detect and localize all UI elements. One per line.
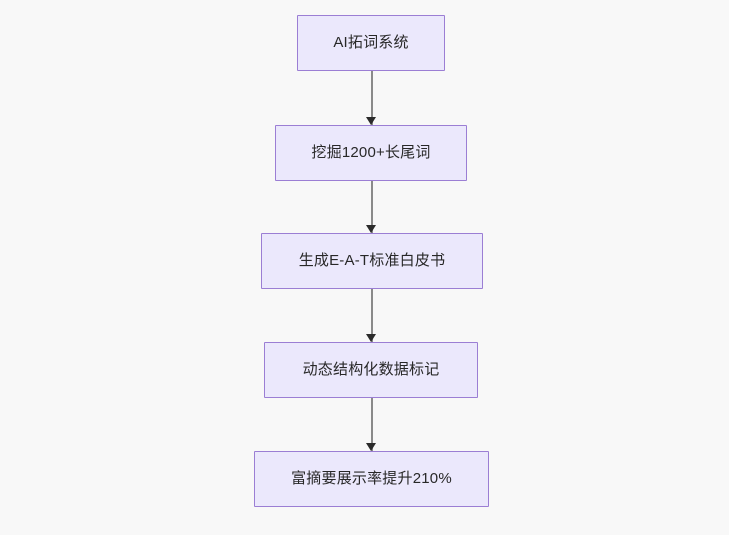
edge-line [371,71,373,125]
flowchart-node-label: 挖掘1200+长尾词 [311,144,431,161]
flowchart-node-generate-eat-whitepaper[interactable]: 生成E-A-T标准白皮书 [261,233,483,289]
flowchart-node-mine-longtail-keywords[interactable]: 挖掘1200+长尾词 [275,125,467,181]
flowchart-node-rich-snippet-impression-lift[interactable]: 富摘要展示率提升210% [254,451,489,507]
arrowhead-down-icon [366,334,377,342]
flowchart-node-dynamic-structured-data-markup[interactable]: 动态结构化数据标记 [264,342,478,398]
edge-line [371,181,373,233]
flowchart-node-label: AI拓词系统 [333,34,409,51]
flowchart-node-ai-keyword-system[interactable]: AI拓词系统 [297,15,445,71]
flowchart-node-label: 动态结构化数据标记 [302,361,440,378]
arrowhead-down-icon [366,225,377,233]
arrowhead-down-icon [366,117,377,125]
arrowhead-down-icon [366,443,377,451]
edge-line [371,398,373,451]
flowchart-node-label: 富摘要展示率提升210% [291,470,452,487]
edge-line [371,289,373,342]
flowchart-node-label: 生成E-A-T标准白皮书 [298,252,446,269]
